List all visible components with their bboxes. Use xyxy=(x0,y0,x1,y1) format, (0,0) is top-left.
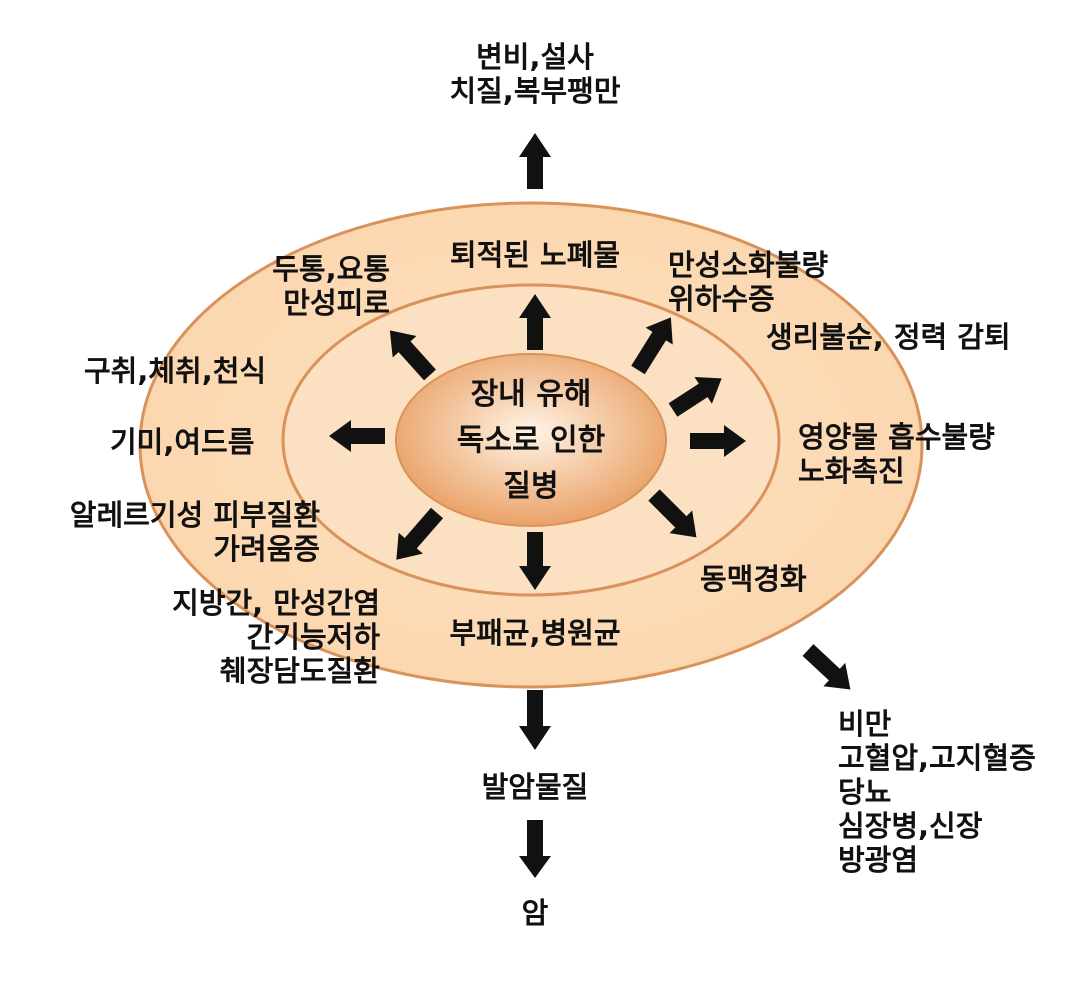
label-allergy: 알레르기성 피부질환 가려움증 xyxy=(20,498,320,566)
arrow-right xyxy=(690,425,746,457)
label-headache-line-2: 만성피로 xyxy=(283,286,390,320)
core-line-2: 독소로 인한 xyxy=(456,423,606,458)
arrow-lower-left xyxy=(396,507,444,560)
label-headache: 두통,요통 만성피로 xyxy=(220,252,390,320)
label-liver-line-3: 췌장담도질환 xyxy=(219,654,380,688)
label-cancer: 암 xyxy=(521,896,549,930)
label-breath: 구취,체취,천식 xyxy=(84,354,267,388)
arrow-right-upper xyxy=(668,376,722,417)
label-nutrition-line-2: 노화촉진 xyxy=(798,454,905,488)
label-allergy-line-1: 알레르기성 피부질환 xyxy=(69,498,320,532)
arrow-up-inner xyxy=(519,294,551,350)
label-waste: 퇴적된 노폐물 xyxy=(449,238,621,272)
arrow-down-inner xyxy=(519,532,551,590)
arrow-up-outside xyxy=(519,133,551,189)
arrow-down-outside xyxy=(519,690,551,750)
label-skin-spots: 기미,여드름 xyxy=(110,425,255,459)
arrow-upper-left xyxy=(389,330,436,381)
label-liver: 지방간, 만성간염 간기능저하 췌장담도질환 xyxy=(150,586,380,688)
arrow-left xyxy=(329,420,385,452)
label-artery: 동맥경화 xyxy=(700,562,807,596)
core-ellipse xyxy=(395,353,667,527)
label-metabolic-line-1: 비만 xyxy=(838,707,892,741)
label-constipation-line-2: 치질,복부팽만 xyxy=(449,74,621,108)
label-nutrition: 영양물 흡수불량 노화촉진 xyxy=(798,420,1028,488)
label-constipation-line-1: 변비,설사 xyxy=(476,40,594,74)
label-metabolic-line-4: 심장병,신장 xyxy=(838,809,983,843)
label-metabolic: 비만 고혈압,고지혈증 당뇨 심장병,신장 방광염 xyxy=(838,707,1068,877)
core-line-3: 질병 xyxy=(503,469,559,504)
arrow-down-cancer xyxy=(519,820,551,878)
label-allergy-line-2: 가려움증 xyxy=(213,532,320,566)
label-metabolic-line-2: 고혈압,고지혈증 xyxy=(838,741,1036,775)
label-headache-line-1: 두통,요통 xyxy=(272,252,390,286)
label-indigestion: 만성소화불량 위하수증 xyxy=(668,248,868,316)
label-metabolic-line-3: 당뇨 xyxy=(838,775,892,809)
label-constipation: 변비,설사 치질,복부팽만 xyxy=(420,40,650,108)
label-indigestion-line-1: 만성소화불량 xyxy=(668,248,829,282)
arrow-lower-right xyxy=(648,489,697,538)
label-metabolic-line-5: 방광염 xyxy=(838,843,919,877)
core-text: 장내 유해 독소로 인한 질병 xyxy=(431,372,631,510)
label-nutrition-line-1: 영양물 흡수불량 xyxy=(798,420,995,454)
label-carcinogen: 발암물질 xyxy=(481,770,589,804)
core-line-1: 장내 유해 xyxy=(470,377,592,412)
label-bacteria: 부패균,병원균 xyxy=(449,616,621,650)
label-indigestion-line-2: 위하수증 xyxy=(668,282,775,316)
label-liver-line-2: 간기능저하 xyxy=(246,620,380,654)
arrow-bottom-right xyxy=(802,644,851,690)
label-menstrual: 생리불순, 정력 감퇴 xyxy=(766,320,1011,354)
arrow-upper-right xyxy=(631,317,673,375)
label-liver-line-1: 지방간, 만성간염 xyxy=(172,586,380,620)
